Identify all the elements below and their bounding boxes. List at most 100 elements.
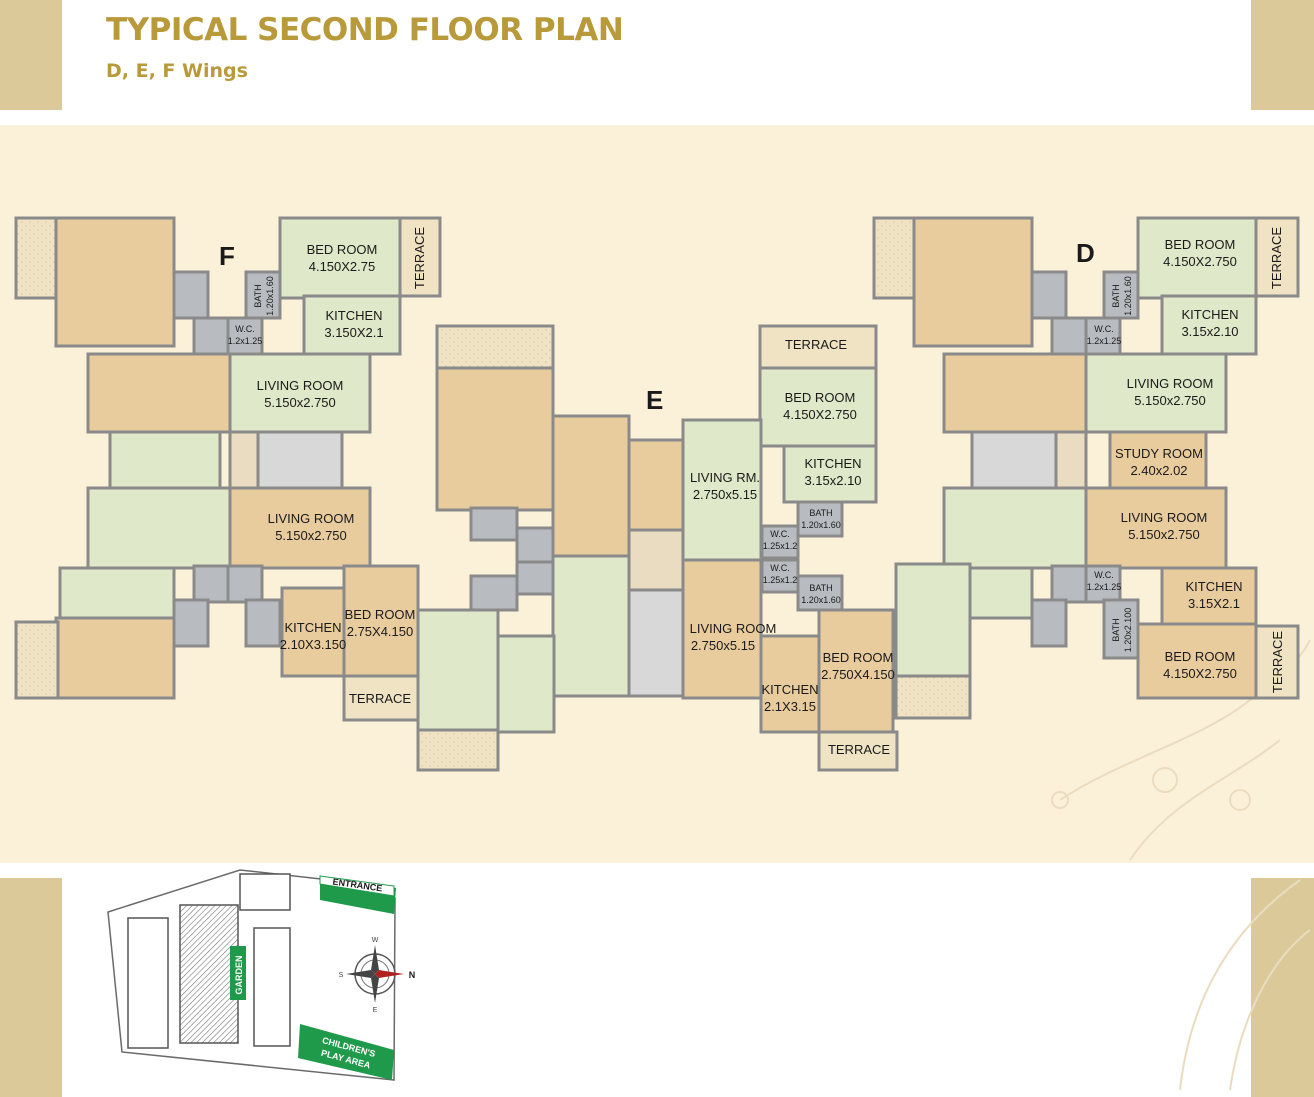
d-bedroom-bottom-right [1136,622,1258,700]
f-bath-1-label: BATH [253,284,263,307]
d-terrace-top-right [1254,216,1300,298]
e-bath-2-label: BATH [809,583,832,593]
d-bath-1-dim: 1.20x1.60 [1123,276,1133,316]
e-bath-left-bottom [469,574,519,612]
d-bath-2-dim: 1.20x2.100 [1123,608,1133,653]
decorative-swirl [1051,639,1311,1091]
e-bath-left-top [469,506,519,542]
f-bath-bottom-left [172,598,210,648]
f-living-2-label: LIVING ROOM [268,511,355,526]
e-bedroom-1-label: BED ROOM [785,390,856,405]
compass-s: S [339,972,344,979]
d-living-top-left [942,352,1088,434]
f-bath-top-left [172,270,210,320]
e-bath-right-1 [796,500,844,538]
f-living-1-dim: 5.150x2.750 [264,395,336,410]
f-living-top-left [86,352,232,434]
e-study [627,438,685,532]
e-terrace-bottom-right [817,730,899,772]
e-bedroom-2-dim: 2.750X4.150 [821,667,895,682]
e-kitchen-top-right [782,444,878,504]
d-stair [970,430,1058,490]
site-building-top [239,873,291,911]
d-terrace-bottom-right [1254,624,1300,700]
d-terrace-bottom-left [894,674,972,720]
wing-d-labels: BED ROOM 4.150X2.750 TERRACE BATH 1.20x1… [1087,227,1285,693]
e-wc-right-2 [760,558,800,594]
d-bath-bottom-left [1030,598,1068,648]
wing-f-labels: BED ROOM 4.150X2.75 TERRACE BATH 1.20x1.… [228,227,427,706]
e-terrace-bottom-left [416,728,500,772]
compass-n: N [409,970,416,980]
f-bedroom-2-label: BED ROOM [345,607,416,622]
e-wc-right-1 [760,524,800,560]
wing-d [872,216,1300,720]
f-terrace-top [14,216,60,300]
f-bedroom-2-dim: 2.75X4.150 [347,624,414,639]
e-terrace-2-label: TERRACE [828,742,890,757]
d-kitchen-bottom-right [1160,566,1258,626]
d-bedroom-2-label: BED ROOM [1165,649,1236,664]
e-bedroom-2-label: BED ROOM [823,650,894,665]
e-bath-2-dim: 1.20x1.60 [801,595,841,605]
d-bath-2-label: BATH [1111,618,1121,641]
d-terrace-2-label: TERRACE [1270,631,1285,693]
d-wc-top-left [1050,316,1088,356]
wing-d-label: D [1076,238,1095,268]
footer-right-accent [1251,878,1314,1097]
compass-e: E [373,1007,378,1014]
d-lobby [1054,430,1088,490]
d-terrace-top-left [872,216,918,300]
site-building-centre [179,904,239,1044]
e-terrace-top-left [435,324,555,370]
e-wc-left-1 [515,526,555,564]
e-living-1-dim: 2.750x5.15 [693,487,757,502]
d-living-bottom-right [1084,486,1228,570]
d-living-2-label: LIVING ROOM [1121,510,1208,525]
f-terrace-bottom [14,620,60,700]
f-bath-bottom-right [244,598,282,648]
e-terrace-1-label: TERRACE [785,337,847,352]
f-wc-bottom-left [192,564,230,604]
d-wc-1-label: W.C. [1094,324,1114,334]
f-living-top-right [228,352,372,434]
wing-e-labels: TERRACE BED ROOM 4.150X2.750 KITCHEN 3.1… [690,337,895,757]
e-kitchen-2-dim: 2.1X3.15 [764,699,816,714]
f-terrace-1-label: TERRACE [412,227,427,289]
d-wc-2-dim: 1.2x1.25 [1087,582,1122,592]
f-bedroom-top-right [278,216,402,300]
entrance-label-box [319,875,395,897]
e-living-2-dim: 2.750x5.15 [691,638,755,653]
compass-w: W [372,937,379,944]
d-bath-top-left [1030,270,1068,320]
f-kitchen-1-label: KITCHEN [325,308,382,323]
e-wc-1-dim: 1.25x1.2 [763,541,798,551]
site-building-right [253,927,291,1047]
f-bedroom-top-left [54,216,176,348]
d-wc-1-dim: 1.2x1.25 [1087,336,1122,346]
compass-icon: W E S N [339,937,416,1014]
f-terrace-bottom-right [342,674,420,722]
d-study-room [1108,430,1208,490]
e-bedroom-bottom-left [416,608,500,732]
e-lobby [627,528,685,592]
wing-e [416,324,899,772]
wing-f [14,216,442,722]
e-wc-2-dim: 1.25x1.2 [763,575,798,585]
f-bath-1-dim: 1.20x1.60 [265,276,275,316]
f-stair [256,430,344,490]
e-bath-1-label: BATH [809,508,832,518]
f-terrace-top-right [398,216,442,298]
e-dining-left [551,554,631,698]
footer-left-accent [0,878,62,1097]
wing-e-label: E [646,385,663,415]
d-living-2-dim: 5.150x2.750 [1128,527,1200,542]
d-living-1-label: LIVING ROOM [1127,376,1214,391]
e-bath-1-dim: 1.20x1.60 [801,520,841,530]
f-bedroom-1-dim: 4.150X2.75 [309,259,376,274]
d-bedroom-bottom-left [894,562,972,678]
f-living-1-label: LIVING ROOM [257,378,344,393]
play-area-strip [298,1024,394,1080]
site-plan: GARDEN ENTRANCE CHILDREN'S PLAY AREA W E… [107,869,416,1081]
f-wc-1-label: W.C. [235,324,255,334]
